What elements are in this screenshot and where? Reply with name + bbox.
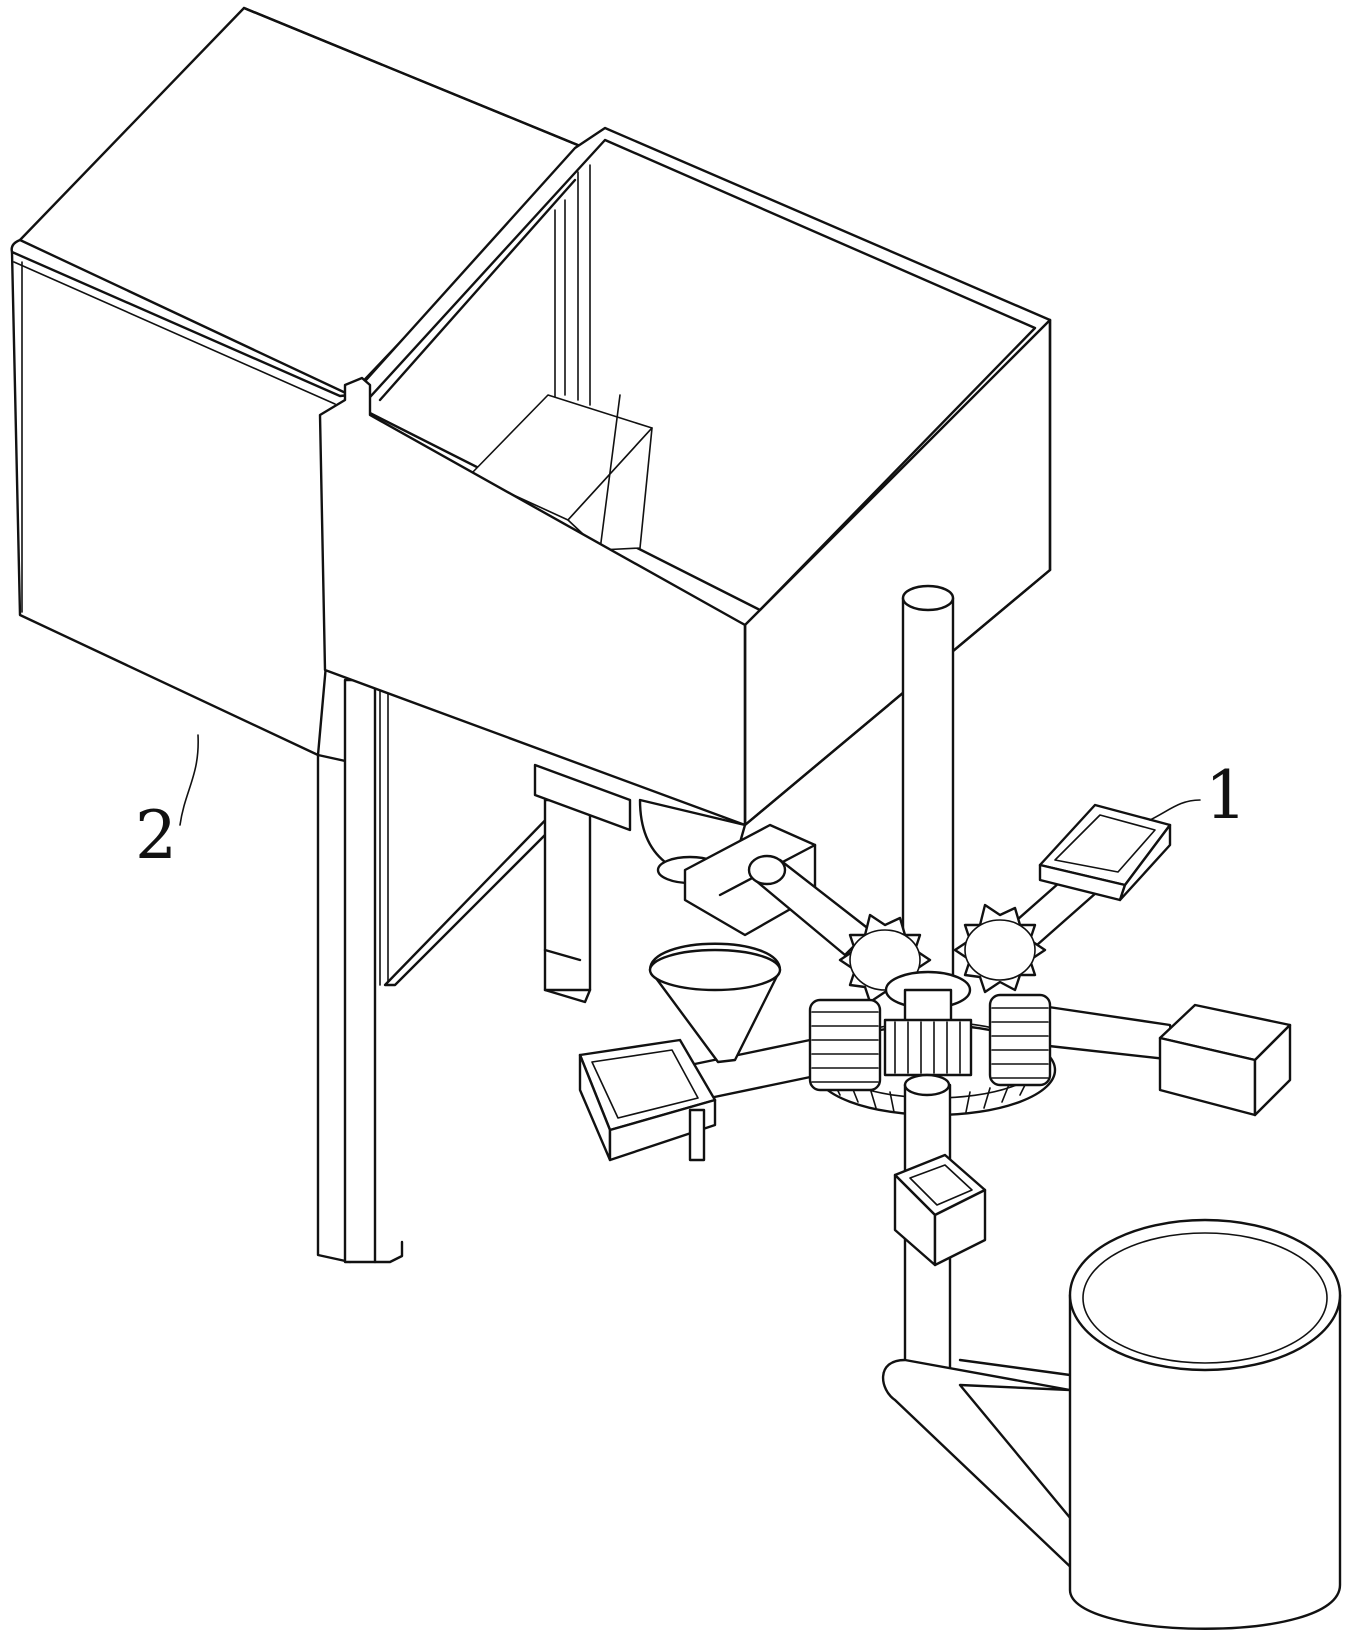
leader-line-2 [179, 734, 199, 826]
arm-left [578, 1038, 822, 1162]
arm-upper-left [747, 854, 872, 957]
ref-label-2: 2 [135, 797, 177, 874]
base-plate [881, 1358, 1107, 1597]
leader-line-1 [1149, 799, 1201, 821]
right-gear [988, 993, 1052, 1087]
gear-cluster [808, 903, 1057, 1117]
left-gear [808, 998, 882, 1092]
upper-right-gear [953, 903, 1047, 994]
arm-upper-right [998, 803, 1172, 962]
central-shaft [901, 584, 955, 1000]
funnel [648, 942, 782, 1064]
hopper-box [318, 126, 1052, 827]
arm-right [1033, 1003, 1292, 1117]
support-legs [316, 678, 592, 1264]
cylinder-container [1068, 1218, 1342, 1630]
ref-label-1: 1 [1205, 757, 1247, 834]
discharge-parts [533, 763, 817, 937]
arm-lower [893, 1073, 987, 1387]
left-cabinet [10, 6, 587, 757]
